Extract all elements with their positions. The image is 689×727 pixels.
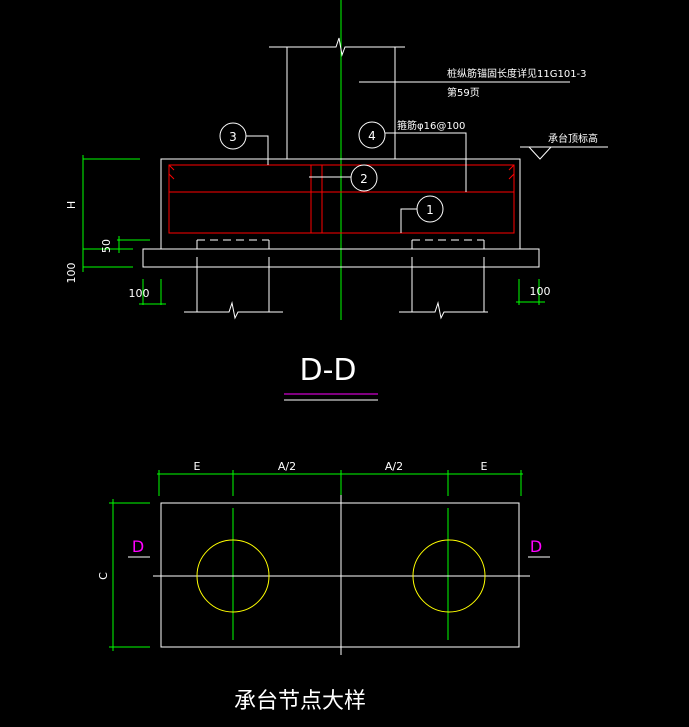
rebar bbox=[168, 164, 515, 234]
dim-e-left: E bbox=[194, 460, 201, 473]
svg-text:1: 1 bbox=[426, 203, 434, 217]
piles-section bbox=[184, 239, 488, 320]
svg-text:3: 3 bbox=[229, 130, 237, 144]
dim-e-right: E bbox=[481, 460, 488, 473]
dim-100-left: 100 bbox=[129, 287, 150, 300]
svg-text:2: 2 bbox=[360, 172, 368, 186]
stirrup-note: 箍筋φ16@100 bbox=[397, 119, 465, 132]
marker-4: 4 bbox=[358, 121, 386, 149]
dim-c: C bbox=[97, 572, 110, 580]
dim-h: H bbox=[65, 201, 78, 209]
plan-dimensions bbox=[109, 470, 523, 651]
dim-100-right: 100 bbox=[530, 285, 551, 298]
dim-50: 50 bbox=[100, 239, 113, 253]
dim-a2-right: A/2 bbox=[385, 460, 403, 473]
marker-leaders bbox=[246, 132, 467, 233]
dim-100-vertical: 100 bbox=[65, 263, 78, 284]
marker-1: 1 bbox=[416, 195, 444, 223]
pile-right bbox=[412, 539, 486, 613]
column bbox=[269, 37, 405, 159]
dim-a2-left: A/2 bbox=[278, 460, 296, 473]
cap-top-elevation-label: 承台顶标高 bbox=[548, 132, 598, 145]
anchorage-note: 桩纵筋锚固长度详见11G101-3 bbox=[447, 67, 587, 80]
plan-axes bbox=[153, 495, 530, 655]
section-label-left: D bbox=[132, 537, 144, 556]
page-ref-note: 第59页 bbox=[447, 86, 480, 99]
plan-cap bbox=[160, 502, 520, 648]
plan-title: 承台节点大样 bbox=[234, 689, 366, 714]
section-title: D-D bbox=[299, 353, 356, 388]
elevation-symbol bbox=[520, 146, 608, 160]
section-dimensions bbox=[82, 155, 545, 305]
pile-left bbox=[196, 539, 270, 613]
cushion-slab bbox=[142, 248, 540, 268]
marker-2: 2 bbox=[350, 164, 378, 192]
marker-3: 3 bbox=[219, 122, 247, 150]
svg-text:4: 4 bbox=[368, 129, 376, 143]
section-label-right: D bbox=[530, 537, 542, 556]
